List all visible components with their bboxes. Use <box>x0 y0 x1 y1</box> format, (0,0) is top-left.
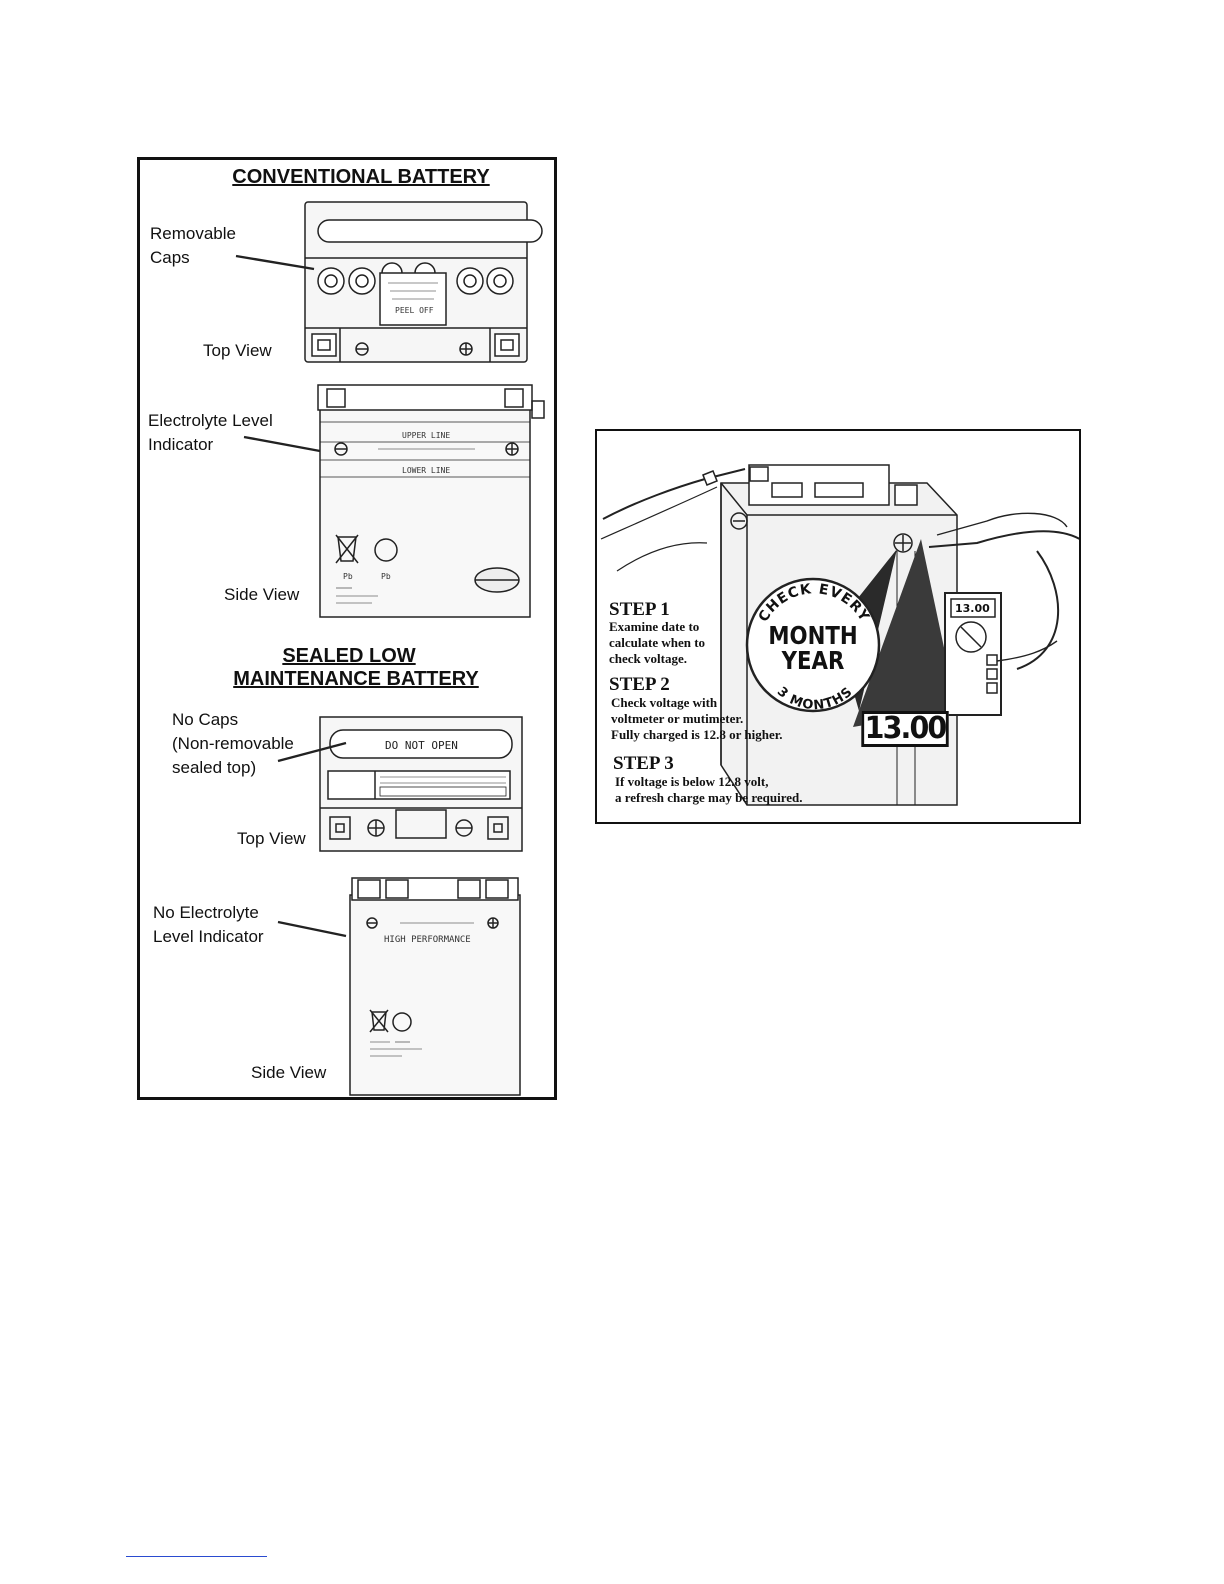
do-not-open-print: DO NOT OPEN <box>385 739 458 752</box>
high-performance-print: HIGH PERFORMANCE <box>384 935 471 945</box>
no-electrolyte-indicator-label: No Electrolyte Level Indicator <box>153 903 264 946</box>
step-3-text: If voltage is below 12.8 volt, a refresh… <box>615 774 803 805</box>
upper-line-print: UPPER LINE <box>402 431 450 440</box>
battery-drawings: PEEL OFF UPPER LINE <box>235 201 545 1096</box>
sealed-side-view-drawing: HIGH PERFORMANCE <box>349 877 521 1096</box>
voltage-check-illustration: CHECK EVERY 3 MONTHS <box>600 464 1079 806</box>
sealed-top-view-drawing: DO NOT OPEN <box>319 716 523 852</box>
step-2-text: Check voltage with voltmeter or mutimete… <box>611 695 783 742</box>
step-3-title: STEP 3 <box>613 753 674 774</box>
sealed-heading-line2: MAINTENANCE BATTERY <box>233 668 479 690</box>
footnote-rule <box>126 1556 267 1557</box>
removable-caps-label: Removable Caps <box>150 224 236 267</box>
peel-off-print: PEEL OFF <box>395 306 434 315</box>
multimeter-display: 13.00 <box>955 602 990 615</box>
top-view-label: Top View <box>237 829 306 848</box>
voltage-check-panel: CHECK EVERY 3 MONTHS MONTH YEAR 13.00 13… <box>595 429 1081 824</box>
side-view-label: Side View <box>251 1063 327 1082</box>
step-1-text: Examine date to calculate when to check … <box>609 619 706 666</box>
voltage-readout: 13.00 <box>861 711 949 747</box>
no-caps-label: No Caps (Non-removable sealed top) <box>172 710 294 777</box>
conventional-top-view-drawing: PEEL OFF <box>304 201 543 363</box>
step-2-title: STEP 2 <box>609 674 670 695</box>
conventional-battery-heading: CONVENTIONAL BATTERY <box>232 166 490 188</box>
conventional-side-view-drawing: UPPER LINE LOWER LINE Pb Pb <box>317 384 545 618</box>
side-view-label: Side View <box>224 585 300 604</box>
year-text: YEAR <box>781 646 845 675</box>
pb-print: Pb <box>343 572 353 581</box>
month-text: MONTH <box>768 621 858 650</box>
battery-types-panel: CONVENTIONAL BATTERY Removable Caps Top … <box>137 157 557 1100</box>
sealed-heading-line1: SEALED LOW <box>282 645 416 667</box>
lower-line-print: LOWER LINE <box>402 466 450 475</box>
electrolyte-level-indicator-label: Electrolyte Level Indicator <box>148 411 273 454</box>
top-view-label: Top View <box>203 341 272 360</box>
step-1-title: STEP 1 <box>609 599 670 620</box>
pb-print: Pb <box>381 572 391 581</box>
